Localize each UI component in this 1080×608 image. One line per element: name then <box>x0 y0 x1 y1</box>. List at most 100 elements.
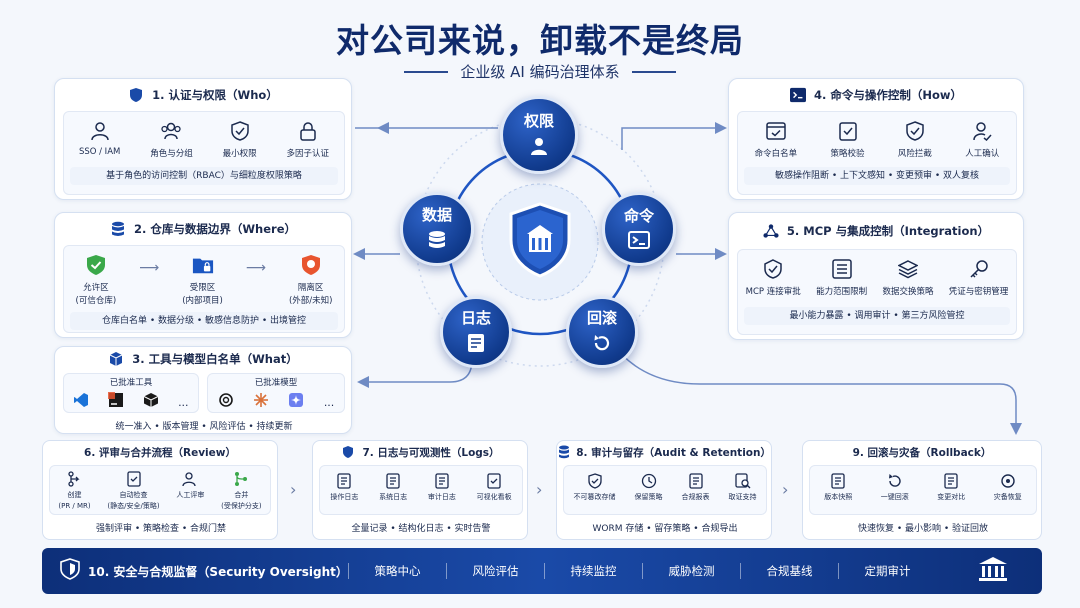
card-auth-header: 1. 认证与权限（Who） <box>55 83 351 107</box>
mcp-item: 数据交换策略 <box>882 258 933 297</box>
command-item: 策略校验 <box>831 120 865 159</box>
banner-item: 策略中心 <box>348 563 446 579</box>
audit-item: 取证支持 <box>729 472 757 501</box>
card-tools-footer: 统一准入 • 版本管理 • 风险评估 • 持续更新 <box>115 422 293 432</box>
zone-isolated: 隔离区(外部/未知) <box>289 254 332 306</box>
card-rollback-body: 版本快照 一键回滚 变更对比 灾备恢复 <box>809 465 1037 515</box>
shield-check-icon <box>85 254 107 276</box>
log-item: 审计日志 <box>428 472 456 501</box>
search-document-icon <box>734 472 752 490</box>
card-review-body: 创建(PR / MR) 自动检查(静态/安全/策略) 人工评审 合并(受保护分支… <box>49 465 271 515</box>
divider <box>631 70 676 73</box>
cube-tool-icon <box>143 392 159 412</box>
card-mcp: 5. MCP 与集成控制（Integration） MCP 连接审批 能力范围限… <box>728 212 1024 340</box>
divider <box>404 70 449 73</box>
card-rollback-header: 9. 回滚与灾备（Rollback） <box>803 441 1041 463</box>
page-title: 对公司来说，卸载不是终局 <box>336 21 744 60</box>
shield-icon <box>128 87 144 103</box>
arrow-right-icon: ⟶ <box>139 260 160 276</box>
card-tools-header: 3. 工具与模型白名单（What） <box>55 347 351 371</box>
card-review-footer: 强制评审 • 策略检查 • 合规门禁 <box>95 524 227 534</box>
card-review-title: 6. 评审与合并流程（Review） <box>84 446 236 459</box>
card-auth-body: SSO / IAM 角色与分组 最小权限 多因子认证 基于角色的访问控制（RBA… <box>63 111 345 195</box>
mcp-item: 能力范围限制 <box>816 258 867 297</box>
card-auth-title: 1. 认证与权限（Who） <box>152 88 278 102</box>
card-rollback: 9. 回滚与灾备（Rollback） 版本快照 一键回滚 变更对比 灾备恢复 快… <box>802 440 1042 540</box>
audit-item: 不可篡改存储 <box>574 472 616 501</box>
cube-icon <box>108 351 124 367</box>
database-icon <box>557 444 570 460</box>
banner-item: 定期审计 <box>838 563 936 579</box>
user-icon <box>529 136 549 160</box>
subtitle-row: 企业级 AI 编码治理体系 <box>0 61 1080 82</box>
node-command-label: 命令 <box>623 207 654 225</box>
clock-icon <box>640 472 658 490</box>
card-logs-title: 7. 日志与可观测性（Logs） <box>362 446 500 459</box>
card-mcp-header: 5. MCP 与集成控制（Integration） <box>729 219 1023 243</box>
card-auth-footer: 基于角色的访问控制（RBAC）与细粒度权限策略 <box>70 167 338 185</box>
openai-icon <box>218 392 234 412</box>
card-audit-body: 不可篡改存储 保留策略 合规报表 取证支持 <box>563 465 767 515</box>
tools-label: 已批准工具 <box>109 378 153 388</box>
card-logs: 7. 日志与可观测性（Logs） 操作日志 系统日志 审计日志 可视化看板 全量… <box>312 440 528 540</box>
review-step: 人工评审 <box>176 470 204 502</box>
card-command-body: 命令白名单 策略校验 风险拦截 人工确认 敏感操作阻断 • 上下文感知 • 变更… <box>737 111 1017 195</box>
more-models: ... <box>323 395 335 409</box>
terminal-icon <box>628 231 650 253</box>
rollback-icon <box>592 333 612 357</box>
database-icon <box>110 221 126 237</box>
banner-item: 合规基线 <box>740 563 838 579</box>
card-command-header: 4. 命令与操作控制（How） <box>729 83 1023 107</box>
file-icon <box>335 472 353 490</box>
audit-item: 保留策略 <box>635 472 663 501</box>
models-label: 已批准模型 <box>254 378 298 388</box>
anthropic-icon <box>253 392 269 412</box>
card-tools-title: 3. 工具与模型白名单（What） <box>132 352 298 366</box>
card-rollback-footer: 快速恢复 • 最小影响 • 验证回放 <box>857 524 989 534</box>
banner-item: 持续监控 <box>544 563 642 579</box>
gemini-icon <box>288 392 304 412</box>
shield-icon <box>60 558 80 584</box>
report-icon <box>687 472 705 490</box>
security-banner: 10. 安全与合规监督（Security Oversight） 策略中心 风险评… <box>42 548 1042 594</box>
user-icon <box>89 120 111 142</box>
node-data-label: 数据 <box>421 206 452 224</box>
card-logs-body: 操作日志 系统日志 审计日志 可视化看板 <box>319 465 523 515</box>
node-permission: 权限 <box>500 96 578 174</box>
zone-allowed: 允许区(可信仓库) <box>76 254 116 306</box>
banner-item: 风险评估 <box>446 563 544 579</box>
more-tools: ... <box>178 395 189 409</box>
connector <box>609 339 1022 435</box>
log-item: 系统日志 <box>379 472 407 501</box>
card-repo-title: 2. 仓库与数据边界（Where） <box>133 222 296 236</box>
shield-check-icon <box>904 120 926 142</box>
node-log-label: 日志 <box>460 309 491 327</box>
card-audit-header: 8. 审计与留存（Audit & Retention） <box>557 441 771 463</box>
auth-item: 最小权限 <box>223 120 257 159</box>
page-subtitle: 企业级 AI 编码治理体系 <box>460 63 620 81</box>
user-review-icon <box>181 470 199 488</box>
group-icon <box>160 120 182 142</box>
rollback-item: 变更对比 <box>937 472 965 501</box>
rollback-item: 灾备恢复 <box>994 472 1022 501</box>
card-audit: 8. 审计与留存（Audit & Retention） 不可篡改存储 保留策略 … <box>556 440 772 540</box>
node-permission-label: 权限 <box>523 112 554 130</box>
tools-box: 已批准工具 ... <box>63 373 199 413</box>
auth-item: SSO / IAM <box>79 120 120 157</box>
review-step: 合并(受保护分支) <box>221 470 262 510</box>
list-icon <box>831 258 853 280</box>
banner-title: 10. 安全与合规监督（Security Oversight） <box>88 564 348 579</box>
shield-warning-icon <box>300 254 322 276</box>
file-icon <box>384 472 402 490</box>
audit-item: 合规报表 <box>682 472 710 501</box>
chevron-right-icon: › <box>290 480 297 499</box>
log-item: 可视化看板 <box>477 472 512 501</box>
auth-item: 多因子认证 <box>287 120 329 159</box>
command-item: 风险拦截 <box>898 120 932 159</box>
review-step: 创建(PR / MR) <box>58 470 91 510</box>
document-check-icon <box>125 470 143 488</box>
node-log: 日志 <box>440 296 512 368</box>
rollback-item: 版本快照 <box>824 472 852 501</box>
mcp-item: 凭证与密钥管理 <box>949 258 1008 297</box>
card-command-title: 4. 命令与操作控制（How） <box>813 88 963 102</box>
